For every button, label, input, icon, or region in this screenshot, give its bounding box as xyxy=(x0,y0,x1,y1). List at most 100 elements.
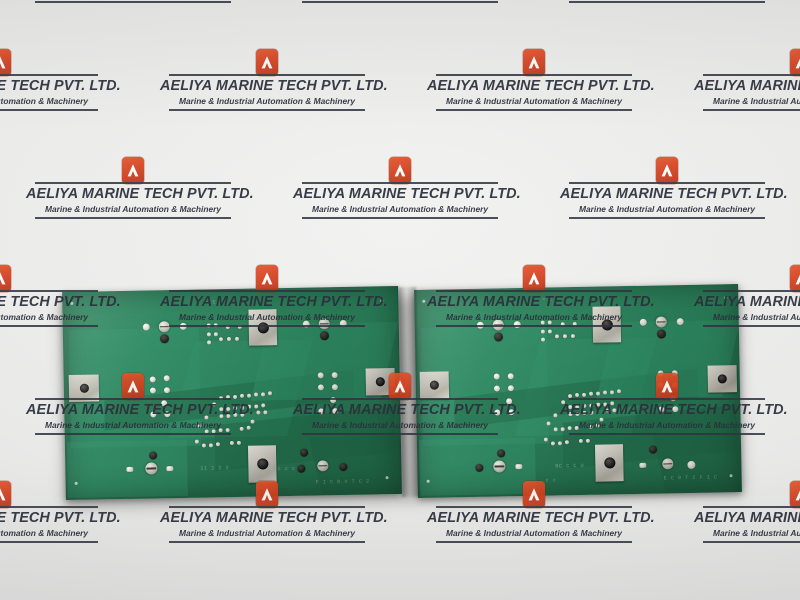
watermark-rule-bottom xyxy=(569,433,765,436)
watermark-subtitle: Marine & Industrial Automation & Machine… xyxy=(26,204,240,215)
watermark-rule-bottom xyxy=(569,1,765,4)
watermark-rule-bottom xyxy=(35,217,231,220)
watermark-tile: AELIYA MARINE TECH PVT. LTD.Marine & Ind… xyxy=(694,49,800,112)
watermark-rule-top xyxy=(703,74,800,76)
watermark-rule-top xyxy=(35,398,231,400)
watermark-tile: AELIYA MARINE TECH PVT. LTD.Marine & Ind… xyxy=(0,265,121,328)
aeliya-chevron-logo xyxy=(256,481,278,508)
aeliya-chevron-logo xyxy=(256,49,278,76)
watermark-title: AELIYA MARINE TECH PVT. LTD. xyxy=(560,402,788,419)
aeliya-chevron-logo xyxy=(790,49,800,76)
watermark-rule-top xyxy=(0,506,98,508)
aeliya-chevron-logo xyxy=(790,265,800,292)
watermark-subtitle: Marine & Industrial Automation & Machine… xyxy=(0,312,107,323)
aeliya-chevron-logo xyxy=(0,265,11,292)
watermark-rule-top xyxy=(169,506,365,508)
watermark-title: AELIYA MARINE TECH PVT. LTD. xyxy=(160,294,388,311)
watermark-subtitle: Marine & Industrial Automation & Machine… xyxy=(160,96,374,107)
watermark-subtitle: Marine & Industrial Automation & Machine… xyxy=(293,420,507,431)
watermark-rule-top xyxy=(302,182,498,184)
watermark-title: AELIYA MARINE TECH PVT. LTD. xyxy=(0,510,121,527)
watermark-rule-top xyxy=(169,74,365,76)
watermark-tile: AELIYA MARINE TECH PVT. LTD.Marine & Ind… xyxy=(560,0,774,4)
watermark-tile: AELIYA MARINE TECH PVT. LTD.Marine & Ind… xyxy=(293,0,507,4)
watermark-tile: AELIYA MARINE TECH PVT. LTD.Marine & Ind… xyxy=(694,481,800,544)
watermark-title: AELIYA MARINE TECH PVT. LTD. xyxy=(26,186,254,203)
watermark-subtitle: Marine & Industrial Automation & Machine… xyxy=(560,420,774,431)
watermark-rule-bottom xyxy=(569,217,765,220)
watermark-rule-bottom xyxy=(703,325,800,328)
aeliya-chevron-logo xyxy=(122,157,144,184)
watermark-rule-top xyxy=(0,290,98,292)
watermark-rule-top xyxy=(703,506,800,508)
watermark-rule-bottom xyxy=(35,433,231,436)
aeliya-chevron-logo xyxy=(389,373,411,400)
watermark-subtitle: Marine & Industrial Automation & Machine… xyxy=(694,528,800,539)
watermark-tile: AELIYA MARINE TECH PVT. LTD.Marine & Ind… xyxy=(26,157,254,220)
watermark-rule-bottom xyxy=(0,541,98,544)
watermark-rule-bottom xyxy=(703,109,800,112)
watermark-subtitle: Marine & Industrial Automation & Machine… xyxy=(0,96,107,107)
watermark-rule-top xyxy=(35,182,231,184)
aeliya-chevron-logo xyxy=(523,481,545,508)
watermark-rule-bottom xyxy=(436,325,632,328)
watermark-subtitle: Marine & Industrial Automation & Machine… xyxy=(427,312,641,323)
watermark-tile: AELIYA MARINE TECH PVT. LTD.Marine & Ind… xyxy=(0,481,121,544)
watermark-rule-bottom xyxy=(169,325,365,328)
watermark-title: AELIYA MARINE TECH PVT. LTD. xyxy=(26,402,254,419)
aeliya-chevron-logo xyxy=(0,49,11,76)
watermark-rule-top xyxy=(703,290,800,292)
watermark-subtitle: Marine & Industrial Automation & Machine… xyxy=(26,420,240,431)
watermark-rule-top xyxy=(436,506,632,508)
watermark-tile: AELIYA MARINE TECH PVT. LTD.Marine & Ind… xyxy=(560,157,788,220)
aeliya-chevron-logo xyxy=(256,265,278,292)
aeliya-chevron-logo xyxy=(790,481,800,508)
watermark-subtitle: Marine & Industrial Automation & Machine… xyxy=(160,528,374,539)
watermark-rule-bottom xyxy=(302,1,498,4)
watermark-subtitle: Marine & Industrial Automation & Machine… xyxy=(560,204,774,215)
watermark-title: AELIYA MARINE TECH PVT. LTD. xyxy=(427,294,655,311)
watermark-tile: AELIYA MARINE TECH PVT. LTD.Marine & Ind… xyxy=(160,265,388,328)
watermark-rule-bottom xyxy=(0,109,98,112)
watermark-rule-bottom xyxy=(169,109,365,112)
aeliya-chevron-logo xyxy=(389,157,411,184)
watermark-title: AELIYA MARINE TECH PVT. LTD. xyxy=(160,78,388,95)
aeliya-chevron-logo xyxy=(0,481,11,508)
watermark-subtitle: Marine & Industrial Automation & Machine… xyxy=(427,96,641,107)
watermark-title: AELIYA MARINE TECH PVT. LTD. xyxy=(0,294,121,311)
watermark-tile: AELIYA MARINE TECH PVT. LTD.Marine & Ind… xyxy=(293,373,521,436)
watermark-subtitle: Marine & Industrial Automation & Machine… xyxy=(694,96,800,107)
watermark-title: AELIYA MARINE TECH PVT. LTD. xyxy=(427,510,655,527)
aeliya-chevron-logo xyxy=(656,157,678,184)
watermark-subtitle: Marine & Industrial Automation & Machine… xyxy=(0,528,107,539)
watermark-rule-top xyxy=(436,290,632,292)
watermark-rule-top xyxy=(302,398,498,400)
watermark-tile: AELIYA MARINE TECH PVT. LTD.Marine & Ind… xyxy=(427,49,655,112)
watermark-rule-bottom xyxy=(302,433,498,436)
watermark-tile: AELIYA MARINE TECH PVT. LTD.Marine & Ind… xyxy=(0,49,121,112)
watermark-tile: AELIYA MARINE TECH PVT. LTD.Marine & Ind… xyxy=(560,373,788,436)
watermark-subtitle: Marine & Industrial Automation & Machine… xyxy=(427,528,641,539)
watermark-title: AELIYA MARINE TECH PVT. LTD. xyxy=(694,78,800,95)
watermark-rule-top xyxy=(0,74,98,76)
watermark-tile: AELIYA MARINE TECH PVT. LTD.Marine & Ind… xyxy=(293,157,521,220)
watermark-title: AELIYA MARINE TECH PVT. LTD. xyxy=(560,186,788,203)
watermark-rule-bottom xyxy=(35,1,231,4)
watermark-tile: AELIYA MARINE TECH PVT. LTD.Marine & Ind… xyxy=(427,481,655,544)
watermark-rule-bottom xyxy=(0,325,98,328)
watermark-subtitle: Marine & Industrial Automation & Machine… xyxy=(293,204,507,215)
watermark-title: AELIYA MARINE TECH PVT. LTD. xyxy=(293,402,521,419)
watermark-rule-top xyxy=(569,398,765,400)
watermark-tile: AELIYA MARINE TECH PVT. LTD.Marine & Ind… xyxy=(26,373,254,436)
watermark-tile: AELIYA MARINE TECH PVT. LTD.Marine & Ind… xyxy=(694,265,800,328)
watermark-rule-bottom xyxy=(302,217,498,220)
watermark-tile: AELIYA MARINE TECH PVT. LTD.Marine & Ind… xyxy=(26,0,240,4)
watermark-title: AELIYA MARINE TECH PVT. LTD. xyxy=(0,78,121,95)
watermark-title: AELIYA MARINE TECH PVT. LTD. xyxy=(694,294,800,311)
watermark-title: AELIYA MARINE TECH PVT. LTD. xyxy=(160,510,388,527)
watermark-rule-top xyxy=(169,290,365,292)
aeliya-chevron-logo xyxy=(122,373,144,400)
